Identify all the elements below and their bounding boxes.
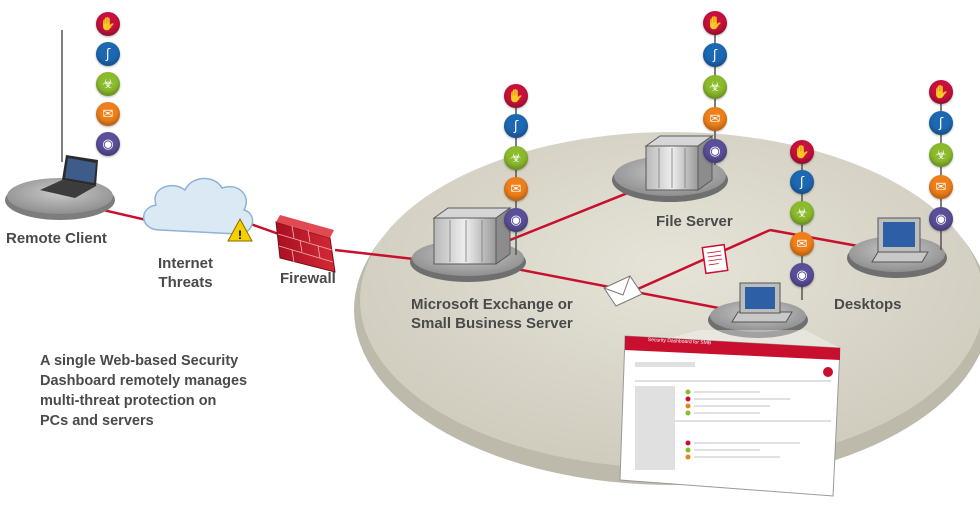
exchange-server-label: Microsoft Exchange or Small Business Ser… [411, 295, 573, 333]
hand-icon: ✋ [790, 140, 814, 164]
mail-icon: ✉ [929, 175, 953, 199]
internet-threats-line-1: Internet [158, 255, 214, 272]
remote-client-laptop [5, 30, 115, 220]
hand-icon: ✋ [703, 11, 727, 35]
eye-icon: ◉ [703, 139, 727, 163]
firewall-wall [275, 215, 336, 273]
biohazard-icon: ☣ [790, 201, 814, 225]
mail-icon: ✉ [703, 107, 727, 131]
file-server-label: File Server [656, 213, 733, 230]
biohazard-icon: ☣ [96, 72, 120, 96]
hand-icon: ✋ [929, 80, 953, 104]
phishing-hook-icon: ʃ [929, 111, 953, 135]
eye-icon: ◉ [790, 263, 814, 287]
eye-icon: ◉ [504, 208, 528, 232]
internet-cloud: ! [143, 177, 254, 242]
hand-icon: ✋ [504, 84, 528, 108]
threat-icons-remote-client: ✋ ʃ ☣ ✉ ◉ [96, 12, 120, 172]
file-server [612, 30, 728, 202]
exchange-server [410, 100, 526, 282]
caption-line-2: Dashboard remotely manages [40, 373, 248, 389]
security-dashboard-window [619, 330, 841, 497]
phishing-hook-icon: ʃ [790, 170, 814, 194]
phishing-hook-icon: ʃ [96, 42, 120, 66]
caption-line-1: A single Web-based Security [40, 353, 239, 369]
desktop-computer-right [847, 100, 947, 278]
svg-text:!: ! [238, 228, 242, 242]
warning-icon [227, 217, 253, 242]
caption-line-3: multi-threat protection on [40, 393, 217, 409]
biohazard-icon: ☣ [703, 75, 727, 99]
desktop-computer-center [708, 160, 808, 338]
caption-line-4: PCs and servers [40, 413, 154, 429]
document-icon [701, 243, 729, 275]
envelope-icon [603, 275, 643, 307]
phishing-hook-icon: ʃ [504, 114, 528, 138]
biohazard-icon: ☣ [929, 143, 953, 167]
exchange-server-line-2: Small Business Server [411, 315, 573, 332]
internet-threats-line-2: Threats [158, 274, 213, 291]
mail-icon: ✉ [96, 102, 120, 126]
mail-icon: ✉ [790, 232, 814, 256]
desktops-label: Desktops [834, 296, 902, 313]
phishing-hook-icon: ʃ [703, 43, 727, 67]
internet-threats-label: Internet Threats [158, 254, 213, 292]
eye-icon: ◉ [929, 207, 953, 231]
hand-icon: ✋ [96, 12, 120, 36]
exchange-server-line-1: Microsoft Exchange or [411, 296, 573, 313]
firewall-label: Firewall [280, 270, 336, 287]
mail-icon: ✉ [504, 177, 528, 201]
eye-icon: ◉ [96, 132, 120, 156]
dashboard-caption: A single Web-based Security Dashboard re… [40, 351, 340, 431]
remote-client-label: Remote Client [6, 230, 107, 247]
biohazard-icon: ☣ [504, 146, 528, 170]
